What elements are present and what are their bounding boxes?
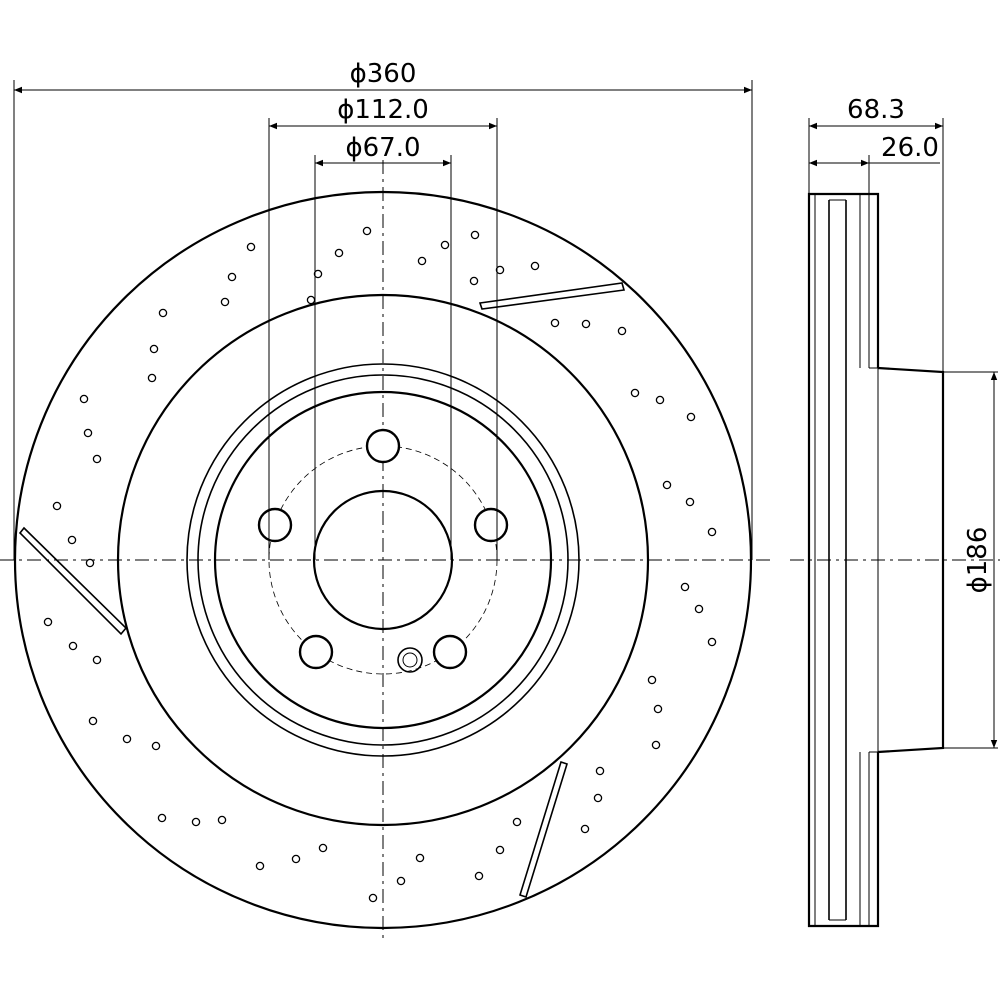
drill-hole — [655, 395, 665, 405]
drill-hole — [68, 641, 78, 651]
drill-hole — [581, 319, 591, 329]
drill-hole — [469, 276, 479, 286]
drill-hole — [151, 741, 161, 751]
slots — [18, 282, 626, 899]
drill-hole — [88, 716, 98, 726]
front-view-dimensions: ϕ360 ϕ112.0 ϕ67.0 — [13, 59, 753, 560]
drill-hole — [495, 845, 505, 855]
bolt-holes — [257, 428, 509, 670]
drill-hole — [653, 704, 663, 714]
outer-diameter-label: ϕ360 — [350, 59, 417, 89]
drill-hole — [334, 248, 344, 258]
drill-hole — [417, 256, 427, 266]
drill-hole — [415, 853, 425, 863]
drill-hole — [647, 675, 657, 685]
drill-hole — [470, 230, 480, 240]
drill-hole — [92, 655, 102, 665]
drill-hole — [694, 604, 704, 614]
locating-screw-hole — [397, 647, 423, 673]
drill-hole — [291, 854, 301, 864]
drill-hole — [595, 766, 605, 776]
drill-hole — [318, 843, 328, 853]
hat-outer-edge — [186, 363, 580, 757]
front-view — [0, 160, 770, 940]
drill-hole — [147, 373, 157, 383]
drill-hole — [680, 582, 690, 592]
drill-hole — [157, 813, 167, 823]
drill-hole — [255, 861, 265, 871]
drill-hole — [550, 318, 560, 328]
center-bore — [312, 489, 454, 631]
drill-hole — [580, 824, 590, 834]
friction-ring-inner-edge — [116, 293, 650, 827]
center-bore-label: ϕ67.0 — [345, 133, 420, 163]
drill-hole — [630, 388, 640, 398]
drill-hole — [122, 734, 132, 744]
hat-outline — [877, 366, 945, 754]
hat-face-edge — [213, 390, 553, 730]
disc-thickness-label: 26.0 — [881, 133, 939, 163]
drill-hole — [191, 817, 201, 827]
outer-rim — [13, 190, 753, 930]
side-view — [790, 192, 1000, 928]
bolt-hole — [432, 634, 468, 670]
drill-hole — [474, 871, 484, 881]
side-view-dimensions: 68.3 26.0 ϕ186 — [808, 95, 998, 749]
drill-hole — [593, 793, 603, 803]
slot — [519, 760, 568, 899]
drill-hole — [313, 269, 323, 279]
bolt-hole — [298, 634, 334, 670]
drill-hole — [362, 226, 372, 236]
drill-hole — [79, 394, 89, 404]
pcd-label: ϕ112.0 — [337, 95, 429, 125]
drill-hole — [530, 261, 540, 271]
drill-hole — [495, 265, 505, 275]
drill-hole — [686, 412, 696, 422]
drill-hole — [43, 617, 53, 627]
bolt-hole — [473, 507, 509, 543]
drill-hole — [217, 815, 227, 825]
drill-hole — [246, 242, 256, 252]
drill-hole — [52, 501, 62, 511]
drill-hole — [651, 740, 661, 750]
bolt-hole — [365, 428, 401, 464]
drill-hole — [685, 497, 695, 507]
drill-hole — [396, 876, 406, 886]
slot — [478, 282, 626, 310]
drill-hole — [662, 480, 672, 490]
drill-hole — [617, 326, 627, 336]
drill-hole — [92, 454, 102, 464]
bolt-hole — [257, 507, 293, 543]
drill-hole — [85, 558, 95, 568]
disc-section-outline — [807, 192, 880, 928]
drill-hole — [149, 344, 159, 354]
drill-holes — [43, 226, 717, 903]
drill-hole — [83, 428, 93, 438]
drill-hole — [227, 272, 237, 282]
drill-hole — [67, 535, 77, 545]
hat-step-edge — [197, 374, 569, 746]
slot — [18, 526, 128, 636]
hat-diameter-label: ϕ186 — [963, 527, 993, 594]
drill-hole — [368, 893, 378, 903]
drill-hole — [158, 308, 168, 318]
drill-hole — [512, 817, 522, 827]
drill-hole — [707, 637, 717, 647]
drill-hole — [440, 240, 450, 250]
total-height-label: 68.3 — [847, 95, 905, 125]
drill-hole — [306, 295, 316, 305]
drill-hole — [220, 297, 230, 307]
drill-hole — [707, 527, 717, 537]
